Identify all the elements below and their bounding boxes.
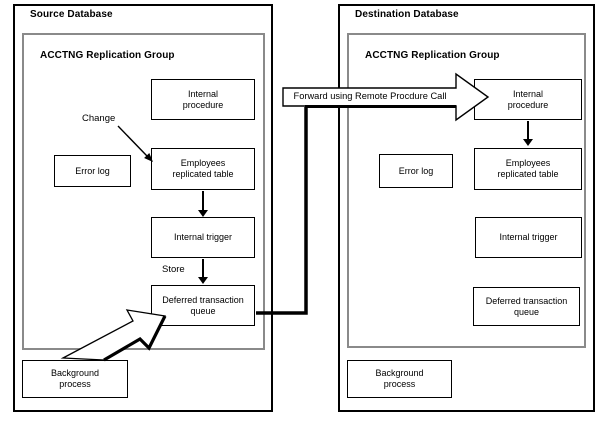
destination-deferred-queue-box: Deferred transaction queue xyxy=(473,287,580,326)
source-error-log-box: Error log xyxy=(54,155,131,187)
destination-internal-trigger-box: Internal trigger xyxy=(475,217,582,258)
destination-internal-trigger-label: Internal trigger xyxy=(499,232,558,243)
destination-internal-procedure-box: Internal procedure xyxy=(474,79,582,120)
source-internal-procedure-box: Internal procedure xyxy=(151,79,255,120)
source-database-title: Source Database xyxy=(30,9,113,20)
source-employees-table-label: Employees replicated table xyxy=(172,158,234,179)
destination-deferred-queue-label: Deferred transaction queue xyxy=(485,295,568,317)
destination-database-title: Destination Database xyxy=(355,9,459,20)
destination-error-log-label: Error log xyxy=(398,165,434,176)
destination-internal-procedure-label: Internal procedure xyxy=(507,88,549,110)
destination-replication-group-title: ACCTNG Replication Group xyxy=(365,50,500,61)
source-employees-table-box: Employees replicated table xyxy=(151,148,255,190)
store-label: Store xyxy=(162,264,185,275)
destination-error-log-box: Error log xyxy=(379,154,453,188)
source-replication-group-title: ACCTNG Replication Group xyxy=(40,50,175,61)
source-internal-trigger-label: Internal trigger xyxy=(173,232,233,243)
source-internal-trigger-box: Internal trigger xyxy=(151,217,255,258)
source-background-process-box: Background process xyxy=(22,360,128,398)
source-deferred-queue-box: Deferred transaction queue xyxy=(151,285,255,326)
source-deferred-queue-label: Deferred transaction queue xyxy=(162,294,244,316)
source-internal-procedure-label: Internal procedure xyxy=(182,88,224,110)
destination-background-process-box: Background process xyxy=(347,360,452,398)
source-background-process-label: Background process xyxy=(50,368,100,389)
destination-employees-table-box: Employees replicated table xyxy=(474,148,582,190)
source-error-log-label: Error log xyxy=(75,165,110,176)
destination-background-process-label: Background process xyxy=(375,368,424,389)
destination-employees-table-label: Employees replicated table xyxy=(497,158,559,179)
change-label: Change xyxy=(82,113,116,124)
forward-rpc-label: Forward using Remote Procdure Call xyxy=(293,91,447,101)
